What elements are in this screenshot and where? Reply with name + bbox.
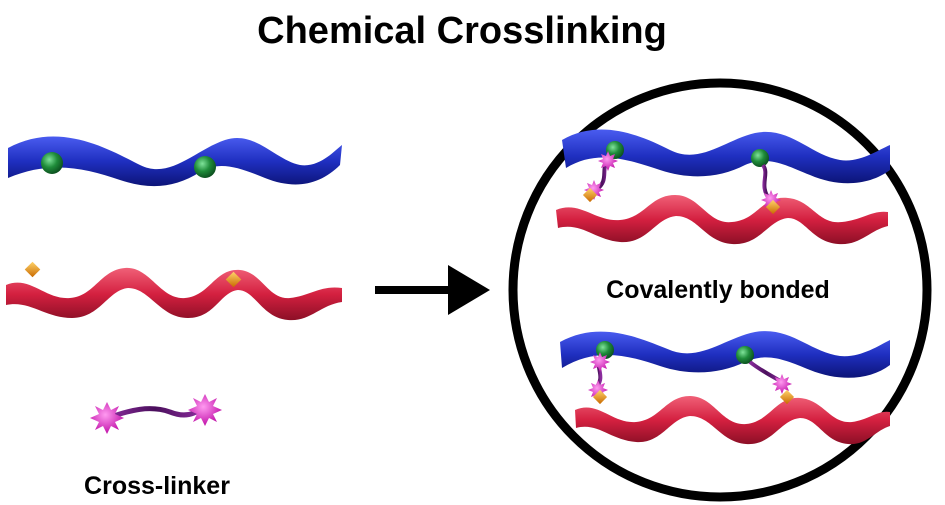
polymer-a-chain	[8, 136, 342, 187]
polymer-a-chain	[562, 129, 890, 184]
reactive-site-b	[582, 187, 598, 203]
reaction-arrow	[375, 265, 490, 315]
reactive-site-b	[765, 199, 781, 215]
diagram-title: Chemical Crosslinking	[257, 10, 667, 52]
crosslinker-label: Cross-linker	[84, 472, 230, 500]
polymer-b-chain	[6, 267, 342, 321]
polymer-b-chain	[575, 396, 890, 445]
reactive-site-a	[194, 156, 216, 178]
bonded-label: Covalently bonded	[606, 276, 830, 304]
reactive-site-b	[225, 271, 242, 288]
reactive-site-b	[592, 389, 608, 405]
polymer-b-chain	[556, 195, 888, 245]
crosslinker-end	[772, 374, 792, 394]
crosslinker-end	[188, 394, 222, 426]
bonded-pair-top	[556, 129, 890, 245]
bonded-pair-bottom	[560, 331, 890, 445]
reactive-site-a	[736, 346, 754, 364]
reactive-site-a	[751, 149, 769, 167]
crosslinker-end	[590, 352, 610, 372]
zoom-circle	[508, 78, 932, 502]
reactive-site-a	[606, 141, 624, 159]
crosslinker-end	[598, 151, 618, 171]
reactive-site-b	[779, 389, 795, 405]
crosslinker-molecule	[90, 394, 222, 434]
reactive-site-b	[24, 261, 41, 278]
polymer-a-chain	[560, 331, 890, 378]
reactive-site-a	[41, 152, 63, 174]
crosslinker-end	[90, 402, 124, 434]
